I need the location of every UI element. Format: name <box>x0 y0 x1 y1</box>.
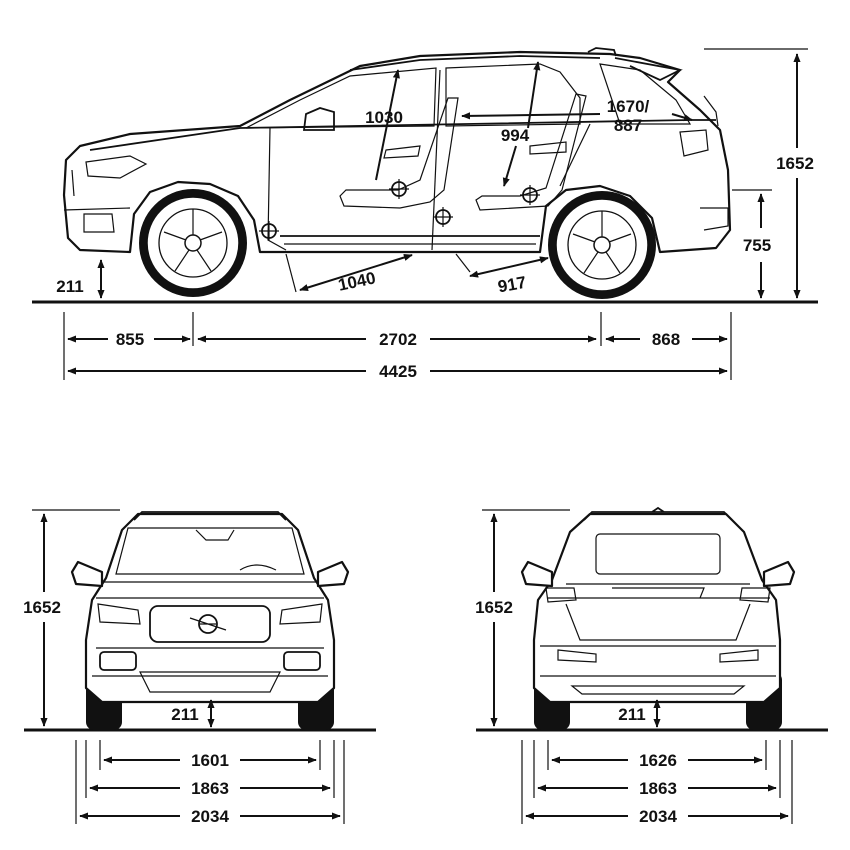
crosshair-circle-icon <box>259 221 279 241</box>
rear-right-mirror <box>762 560 796 588</box>
cargo-length-arrow-right <box>671 113 693 122</box>
rear-left-mirror <box>520 560 554 588</box>
front-right-fog-light <box>283 651 321 671</box>
side-belt-line <box>89 119 716 151</box>
rear-tailgate-panel <box>565 603 751 641</box>
crosshair-circle-icon <box>520 185 540 205</box>
front-left-mirror <box>70 560 104 588</box>
side-length-ext-lines <box>63 312 732 380</box>
side-roof-rail <box>349 55 601 71</box>
rear-view: 1652 211 1626 1863 2034 <box>475 506 828 826</box>
length-label: 4425 <box>379 362 417 381</box>
side-headlight <box>85 155 148 179</box>
front-hood-lines <box>96 581 324 599</box>
front-right-mirror <box>316 560 350 588</box>
front-clearance-label: 211 <box>171 705 198 724</box>
rear-headroom-arrow-down <box>502 145 517 187</box>
front-height-label: 1652 <box>23 598 61 617</box>
front-left-headlight <box>97 603 141 625</box>
rear-left-taillight <box>545 587 577 603</box>
rear-body-outline <box>532 512 782 704</box>
side-bumper-line <box>63 207 131 211</box>
rear-legroom-label: 917 <box>496 273 527 297</box>
side-quarter-window <box>599 63 692 125</box>
front-mirror-width-label: 2034 <box>191 807 229 826</box>
rear-headroom-arrow-up <box>527 61 541 129</box>
side-front-wheel <box>139 189 247 297</box>
side-front-armrest <box>383 145 421 159</box>
cargo-length-arrow-left <box>461 112 601 120</box>
front-headroom-label: 1030 <box>365 108 403 127</box>
side-front-door-cut <box>267 127 287 251</box>
cargo-length-label: 1670/887 <box>607 97 650 135</box>
rear-height-label: 755 <box>743 236 771 255</box>
rear-legroom-arrow <box>469 256 549 278</box>
front-grille <box>149 605 271 643</box>
cargo-length-line: 1670/ <box>607 97 650 116</box>
front-windshield <box>115 527 305 575</box>
side-rear-armrest <box>529 141 567 155</box>
rear-width-ext-lines <box>521 740 793 824</box>
front-right-headlight <box>279 603 323 625</box>
volvo-logo-icon <box>189 614 227 634</box>
crosshair-circle-icon <box>433 207 453 227</box>
side-roof-antenna <box>587 47 617 57</box>
front-bumper-lines <box>92 647 328 677</box>
cargo-length-line: 887 <box>614 116 642 135</box>
side-body-outline <box>62 50 732 254</box>
front-rear-view-mirror <box>195 529 235 541</box>
front-overhang-label: 855 <box>116 330 144 349</box>
side-rear-seat <box>475 93 587 211</box>
front-legroom-label: 1040 <box>336 268 377 294</box>
front-roof-rails <box>133 511 287 521</box>
front-legroom-arrow <box>299 253 413 292</box>
rear-track-label: 1626 <box>639 751 677 770</box>
rear-overhang-label: 868 <box>652 330 680 349</box>
rear-right-taillight <box>739 587 771 603</box>
front-legroom-ref <box>285 253 297 293</box>
front-width-ext-lines <box>75 740 345 824</box>
rear-roof-rails <box>583 506 733 521</box>
side-rear-wheel <box>548 191 656 299</box>
rear-bumper-lines <box>540 645 776 677</box>
side-front-grille-edge <box>71 169 75 197</box>
rear-width-label: 1863 <box>639 779 677 798</box>
front-lower-intake <box>139 671 281 693</box>
front-view: 1652 211 1601 1863 2034 <box>23 509 376 826</box>
crosshair-circle-icon <box>389 179 409 199</box>
rear-tailgate-lines <box>548 583 770 599</box>
rear-headroom-label: 994 <box>501 126 530 145</box>
side-rear-bumper <box>700 207 729 231</box>
side-spoiler <box>614 57 683 81</box>
side-clearance-label: 211 <box>56 277 83 296</box>
front-headroom-arrow <box>375 69 400 181</box>
front-left-fog-light <box>99 651 137 671</box>
side-mirror <box>302 107 335 131</box>
rear-clearance-label: 211 <box>618 705 645 724</box>
rear-mirror-width-label: 2034 <box>639 807 677 826</box>
side-b-pillar <box>431 69 441 251</box>
rear-diffuser <box>570 685 746 695</box>
side-view: 1030 994 1670/887 1040 917 1652 755 211 … <box>32 47 818 381</box>
rear-window <box>595 533 721 575</box>
front-wiper <box>239 564 277 571</box>
side-rear-door-cut <box>559 123 591 187</box>
wheelbase-label: 2702 <box>379 330 417 349</box>
side-rear-wiper <box>703 95 719 127</box>
front-track-label: 1601 <box>191 751 229 770</box>
side-height-label: 1652 <box>776 154 814 173</box>
side-fog-light <box>83 213 115 233</box>
side-taillight <box>679 129 709 157</box>
side-front-seat <box>339 97 459 209</box>
front-width-label: 1863 <box>191 779 229 798</box>
rear-view-height-label: 1652 <box>475 598 513 617</box>
rear-legroom-ref <box>455 253 471 273</box>
rear-reflectors <box>557 649 759 663</box>
